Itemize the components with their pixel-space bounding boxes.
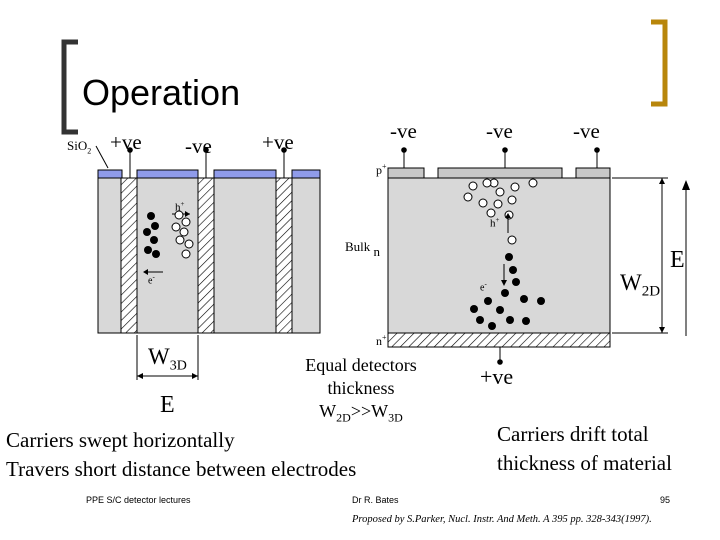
h-plus-left: h+ bbox=[175, 200, 185, 214]
contact-3d-blue-4 bbox=[291, 169, 321, 179]
hatched-electrode-3d-2 bbox=[197, 177, 215, 334]
e-minus-left: e- bbox=[148, 273, 155, 287]
bias-3d-2: -ve bbox=[185, 134, 212, 158]
footer-left: PPE S/C detector lectures bbox=[86, 495, 191, 505]
bottom-bias-label: +ve bbox=[480, 364, 514, 389]
e-field-right-label: E bbox=[670, 247, 685, 273]
footer-reference: Proposed by S.Parker, Nucl. Instr. And M… bbox=[352, 514, 652, 525]
left-bracket-icon bbox=[61, 39, 78, 135]
page-title: Operation bbox=[82, 72, 241, 113]
sio2-label: SiO2 bbox=[67, 138, 92, 156]
contact-3d-blue-3 bbox=[213, 169, 277, 179]
n-plus-layer bbox=[387, 332, 611, 348]
w3d-label: W3D bbox=[148, 344, 187, 374]
bulk-label: Bulk n bbox=[345, 239, 381, 259]
bias-3d-1: +ve bbox=[110, 130, 142, 154]
e-minus-right: e- bbox=[480, 280, 487, 294]
bias-3d-3: +ve bbox=[262, 130, 294, 154]
n-plus-label: n+ bbox=[376, 333, 387, 348]
page-number: 95 bbox=[660, 495, 671, 505]
w2d-label: W2D bbox=[620, 270, 661, 300]
contact-3d-blue-1 bbox=[97, 169, 123, 179]
p-plus-label: p+ bbox=[376, 162, 387, 177]
footer-center: Dr R. Bates bbox=[352, 495, 399, 505]
holes-3d bbox=[171, 210, 194, 259]
contact-2d-1 bbox=[387, 167, 425, 179]
contact-2d-3 bbox=[575, 167, 611, 179]
equal-thickness-note: Equal detectors thickness W2D>>W3D bbox=[305, 355, 417, 425]
contact-2d-2 bbox=[437, 167, 563, 179]
holes-2d bbox=[463, 178, 538, 245]
electrons-2d bbox=[470, 253, 545, 330]
electrons-3d bbox=[143, 212, 160, 258]
carriers-right-note: Carriers drift total thickness of materi… bbox=[497, 422, 672, 475]
hatched-electrode-3d-1 bbox=[120, 177, 138, 334]
bias-2d-3: -ve bbox=[573, 119, 600, 143]
hatched-electrode-3d-3 bbox=[275, 177, 293, 334]
carriers-left-note: Carriers swept horizontally Travers shor… bbox=[6, 428, 357, 481]
bias-2d-1: -ve bbox=[390, 119, 417, 143]
e-field-left-label: E bbox=[160, 392, 175, 418]
h-plus-right: h+ bbox=[490, 216, 500, 230]
contact-3d-blue-2 bbox=[136, 169, 199, 179]
bias-2d-2: -ve bbox=[486, 119, 513, 143]
right-bracket-icon bbox=[651, 19, 668, 107]
